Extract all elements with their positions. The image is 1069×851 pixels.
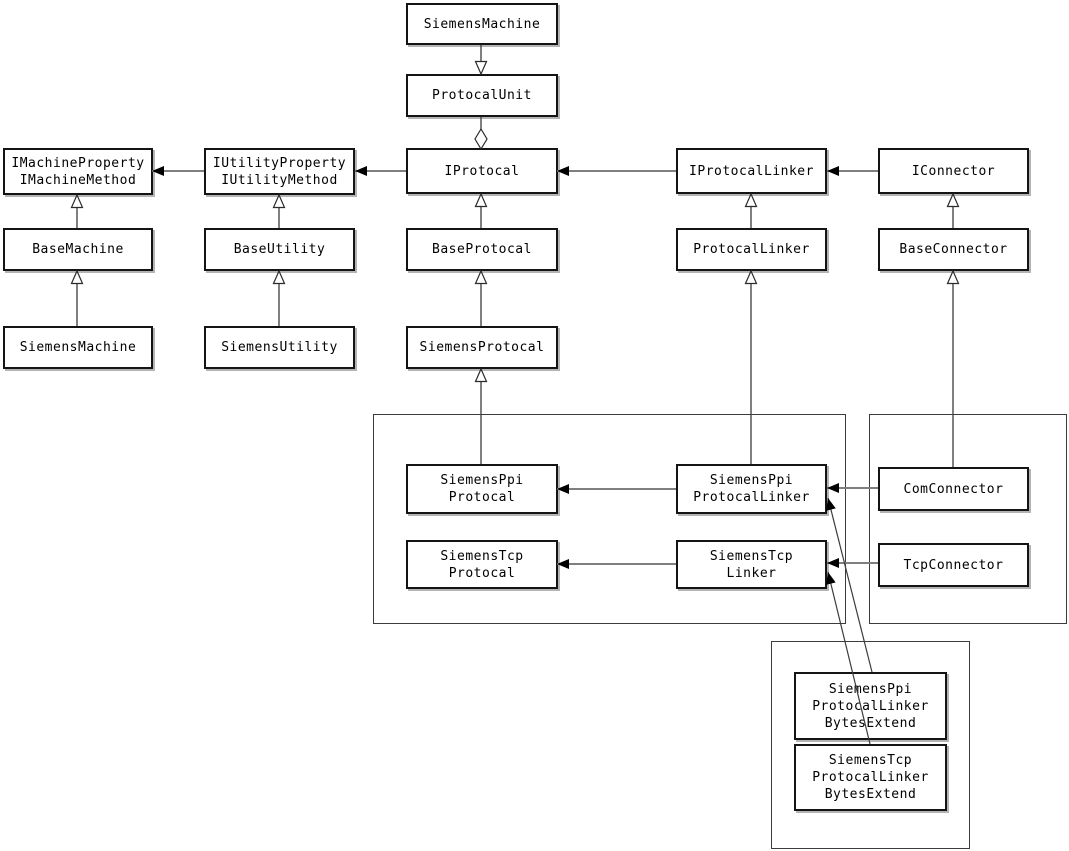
class-box-siemenstcpprotocallinkerbytesextend[interactable]: SiemensTcp ProtocalLinker BytesExtend [794, 744, 947, 811]
class-box-iprotocal[interactable]: IProtocal [406, 148, 558, 194]
class-box-iutilityproperty-iutilitymethod[interactable]: IUtilityProperty IUtilityMethod [204, 148, 355, 195]
class-box-siemenstcpprotocal[interactable]: SiemensTcp Protocal [406, 540, 558, 589]
aggregation-diamond-icon [474, 127, 488, 151]
class-box-imachineproperty-imachinemethod[interactable]: IMachineProperty IMachineMethod [3, 148, 153, 195]
group-siemens-protocal-impl [373, 414, 846, 624]
class-box-siemensutility[interactable]: SiemensUtility [204, 326, 355, 369]
class-box-siemensppiprotocallinker[interactable]: SiemensPpi ProtocalLinker [676, 464, 827, 514]
class-box-siemensppiprotocallinkerbytesextend[interactable]: SiemensPpi ProtocalLinker BytesExtend [794, 672, 947, 740]
class-box-comconnector[interactable]: ComConnector [878, 467, 1029, 511]
class-box-baseprotocal[interactable]: BaseProtocal [406, 228, 558, 271]
class-box-baseconnector[interactable]: BaseConnector [878, 228, 1029, 271]
group-connector-impl [869, 414, 1067, 624]
class-box-siemensprotocal[interactable]: SiemensProtocal [406, 326, 558, 369]
class-box-siemensmachine[interactable]: SiemensMachine [3, 326, 153, 369]
class-box-siemenstcplinker[interactable]: SiemensTcp Linker [676, 540, 827, 589]
class-box-iconnector[interactable]: IConnector [878, 148, 1029, 194]
class-box-siemensmachine-top[interactable]: SiemensMachine [406, 3, 558, 45]
class-box-baseutility[interactable]: BaseUtility [204, 228, 355, 271]
class-box-protocallinker[interactable]: ProtocalLinker [676, 228, 827, 271]
class-box-iprotocallinker[interactable]: IProtocalLinker [676, 148, 827, 194]
class-box-tcpconnector[interactable]: TcpConnector [878, 543, 1029, 587]
class-box-protocalunit[interactable]: ProtocalUnit [406, 74, 558, 117]
class-box-siemensppiprotocal[interactable]: SiemensPpi Protocal [406, 464, 558, 514]
class-box-basemachine[interactable]: BaseMachine [3, 228, 153, 271]
